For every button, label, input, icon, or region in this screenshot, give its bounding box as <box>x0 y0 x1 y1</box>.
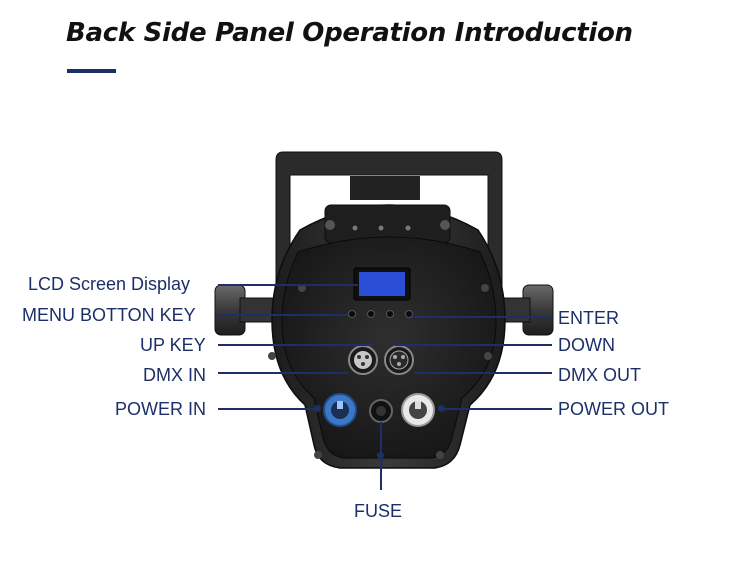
leader-dot-fuse <box>377 452 384 459</box>
leader-line-up <box>218 344 373 346</box>
leader-dot-power-out <box>438 405 445 412</box>
leader-line-power-out <box>440 408 552 410</box>
label-dmx-out: DMX OUT <box>558 365 641 385</box>
leader-line-menu <box>218 314 348 316</box>
label-enter: ENTER <box>558 308 620 328</box>
leader-line-dmx-in <box>218 372 348 374</box>
label-fuse: FUSE <box>354 501 403 521</box>
title-underline <box>67 69 116 73</box>
leader-dot-power-in <box>314 405 321 412</box>
leader-line-dmx-out <box>414 372 552 374</box>
label-lcd-screen-display: LCD Screen Display <box>28 274 191 294</box>
label-down: DOWN <box>558 335 615 355</box>
label-dmx-in: DMX IN <box>143 365 206 385</box>
leader-line-down <box>395 344 552 346</box>
leader-line-enter <box>412 316 552 318</box>
label-up-key: UP KEY <box>140 335 206 355</box>
page-title: Back Side Panel Operation Introduction <box>66 18 633 48</box>
leader-line-lcd <box>218 284 358 286</box>
label-power-out: POWER OUT <box>558 399 669 419</box>
label-power-in: POWER IN <box>115 399 207 419</box>
label-menu-button-key: MENU BOTTON KEY <box>22 305 196 325</box>
leader-line-power-in <box>218 408 318 410</box>
